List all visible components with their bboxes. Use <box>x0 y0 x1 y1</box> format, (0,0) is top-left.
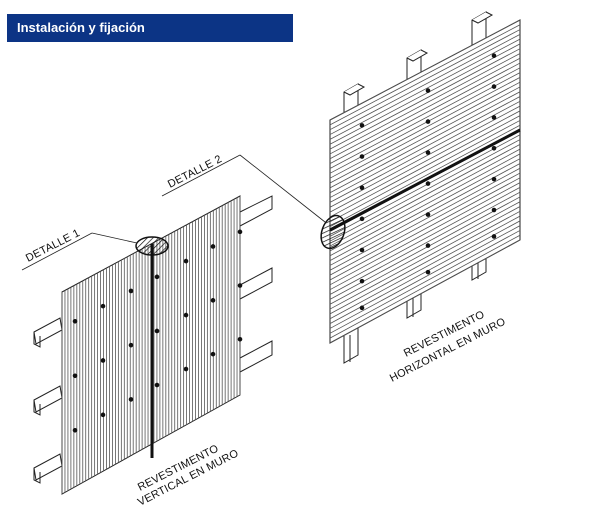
screw <box>491 115 497 120</box>
horizontal-overlap-seam <box>329 128 521 232</box>
horizontal-rib <box>329 148 521 252</box>
horizontal-rib <box>329 29 521 131</box>
screw <box>210 244 216 249</box>
horizontal-rib <box>329 206 521 310</box>
horizontal-rib <box>329 33 521 135</box>
screw <box>183 312 189 318</box>
screw <box>425 269 431 275</box>
horizontal-rib <box>329 57 521 160</box>
horizontal-rib <box>329 38 521 140</box>
screw <box>210 351 216 357</box>
screw <box>491 145 497 151</box>
screw <box>425 243 431 248</box>
horizontal-rib <box>329 239 521 344</box>
screw <box>359 123 365 128</box>
screw <box>359 185 365 191</box>
horizontal-rib <box>329 191 521 295</box>
screw <box>491 234 497 239</box>
horizontal-rib <box>329 139 521 242</box>
horizontal-panel-caption: REVESTIMENTO HORIZONTAL EN MURO <box>388 308 508 384</box>
horizontal-rib <box>329 177 521 281</box>
screw <box>491 207 497 213</box>
screw <box>491 53 497 59</box>
horizontal-rib <box>329 86 521 189</box>
horizontal-rib <box>329 81 521 184</box>
screw <box>237 229 243 235</box>
screw <box>237 283 243 288</box>
horizontal-rib <box>329 62 521 164</box>
horizontal-rib <box>329 110 521 213</box>
screw <box>72 319 78 324</box>
horizontal-rib <box>329 96 521 198</box>
screw <box>425 150 431 155</box>
horizontal-rib <box>329 24 521 126</box>
horizontal-rib <box>329 234 521 339</box>
screw <box>425 212 431 217</box>
horizontal-cladding-panel <box>329 19 521 344</box>
screw <box>72 427 78 433</box>
horizontal-rib <box>329 53 521 155</box>
screw <box>154 274 160 280</box>
horizontal-rib <box>329 120 521 223</box>
screw <box>183 258 189 264</box>
screw <box>425 88 431 93</box>
screw <box>491 84 497 89</box>
screw <box>359 154 365 159</box>
horizontal-rib <box>329 167 521 271</box>
horizontal-rib <box>329 19 521 121</box>
horizontal-rib <box>329 230 521 334</box>
screw <box>100 358 106 363</box>
screw <box>359 278 365 284</box>
screw <box>100 303 106 309</box>
horizontal-rib <box>329 225 521 329</box>
screw <box>183 366 189 372</box>
detail-2-label: DETALLE 2 <box>166 153 224 191</box>
horizontal-rib <box>329 48 521 150</box>
horizontal-rib <box>329 77 521 179</box>
horizontal-rib <box>329 215 521 320</box>
screw <box>210 298 216 303</box>
screw <box>425 181 431 186</box>
horizontal-rib <box>329 187 521 291</box>
screw <box>128 342 134 348</box>
horizontal-rib <box>329 67 521 169</box>
horizontal-rib <box>329 124 521 228</box>
horizontal-rib <box>329 143 521 247</box>
screw <box>154 328 160 334</box>
vertical-cladding-panel <box>61 195 243 495</box>
screw <box>72 373 78 379</box>
screw <box>359 247 365 253</box>
screw <box>425 119 431 124</box>
screw <box>100 412 106 418</box>
screw <box>154 382 160 388</box>
screw <box>491 176 497 182</box>
horizontal-rib <box>329 91 521 194</box>
horizontal-rib <box>329 115 521 218</box>
screw <box>359 216 365 222</box>
screw <box>359 305 365 311</box>
horizontal-rib <box>329 182 521 286</box>
horizontal-rib <box>329 158 521 261</box>
screw <box>237 336 243 342</box>
vertical-support-channels <box>33 195 273 484</box>
header-title: Instalación y fijación <box>7 14 293 42</box>
detail-1-label: DETALLE 1 <box>24 227 82 265</box>
detail-1-marker <box>135 236 169 256</box>
detail-2-marker <box>320 214 346 250</box>
horizontal-rib <box>329 201 521 305</box>
screw <box>128 397 134 402</box>
horizontal-rib <box>329 172 521 276</box>
horizontal-rib <box>329 153 521 257</box>
screw <box>128 288 134 294</box>
horizontal-rib <box>329 210 521 315</box>
horizontal-rib <box>329 105 521 208</box>
